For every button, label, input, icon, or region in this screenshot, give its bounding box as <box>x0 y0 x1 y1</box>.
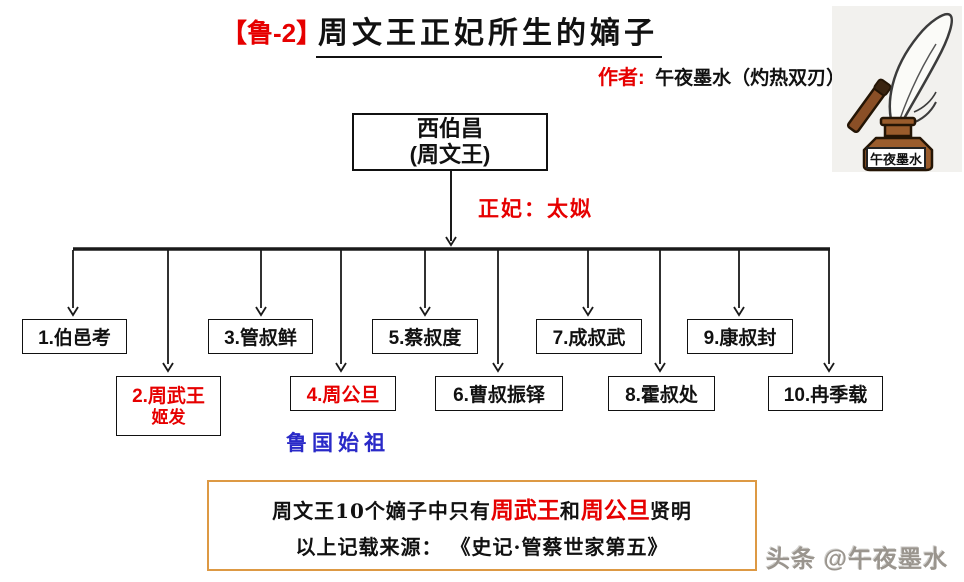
summary-text: 贤明 <box>649 499 692 523</box>
child-box-9: 9.康叔封 <box>687 319 793 354</box>
summary-text: 和 <box>559 499 581 523</box>
child-box-3: 3.管叔鲜 <box>208 319 313 354</box>
summary-text: 周文王10个嫡子中只有 <box>272 499 491 523</box>
ink-bottle-label: 午夜墨水 <box>866 147 926 169</box>
child-box-6: 6.曹叔振铎 <box>435 376 563 411</box>
child-box-5: 5.蔡叔度 <box>372 319 478 354</box>
page-title: 周文王正妃所生的嫡子 <box>316 8 662 58</box>
summary-line: 周文王10个嫡子中只有周武王和周公旦贤明 <box>272 491 692 525</box>
root-alias: (周文王) <box>409 142 491 167</box>
author-label: 作者: <box>598 67 645 89</box>
author-name: 午夜墨水（灼热双刃） <box>655 67 846 89</box>
child-2-name: 2.周武王 <box>132 385 205 407</box>
child-box-8: 8.霍叔处 <box>608 376 715 411</box>
root-node-king-wen: 西伯昌 (周文王) <box>352 113 548 171</box>
lu-founder-annotation: 鲁国始祖 <box>286 430 390 455</box>
series-tag: 【鲁-2】 <box>221 18 323 48</box>
consort-note: 正妃：太姒 <box>478 196 593 221</box>
child-2-given-name: 姬发 <box>151 407 186 428</box>
source-line: 以上记载来源： 《史记·管蔡世家第五》 <box>295 535 669 559</box>
root-name: 西伯昌 <box>416 116 483 141</box>
highlight-king-wu: 周武王 <box>490 497 560 523</box>
child-box-4: 4.周公旦 <box>290 376 396 411</box>
toutiao-watermark: 头条 @午夜墨水 <box>766 546 949 573</box>
child-box-1: 1.伯邑考 <box>22 319 127 354</box>
quill-ink-logo: 午夜墨水 <box>832 6 962 172</box>
highlight-duke-zhou: 周公旦 <box>580 497 650 523</box>
child-box-10: 10.冉季载 <box>768 376 883 411</box>
summary-note-box: 周文王10个嫡子中只有周武王和周公旦贤明 以上记载来源： 《史记·管蔡世家第五》 <box>207 480 757 571</box>
child-box-2: 2.周武王 姬发 <box>116 376 221 436</box>
child-box-7: 7.成叔武 <box>536 319 642 354</box>
author-line: 作者: 午夜墨水（灼热双刃） <box>598 61 845 90</box>
